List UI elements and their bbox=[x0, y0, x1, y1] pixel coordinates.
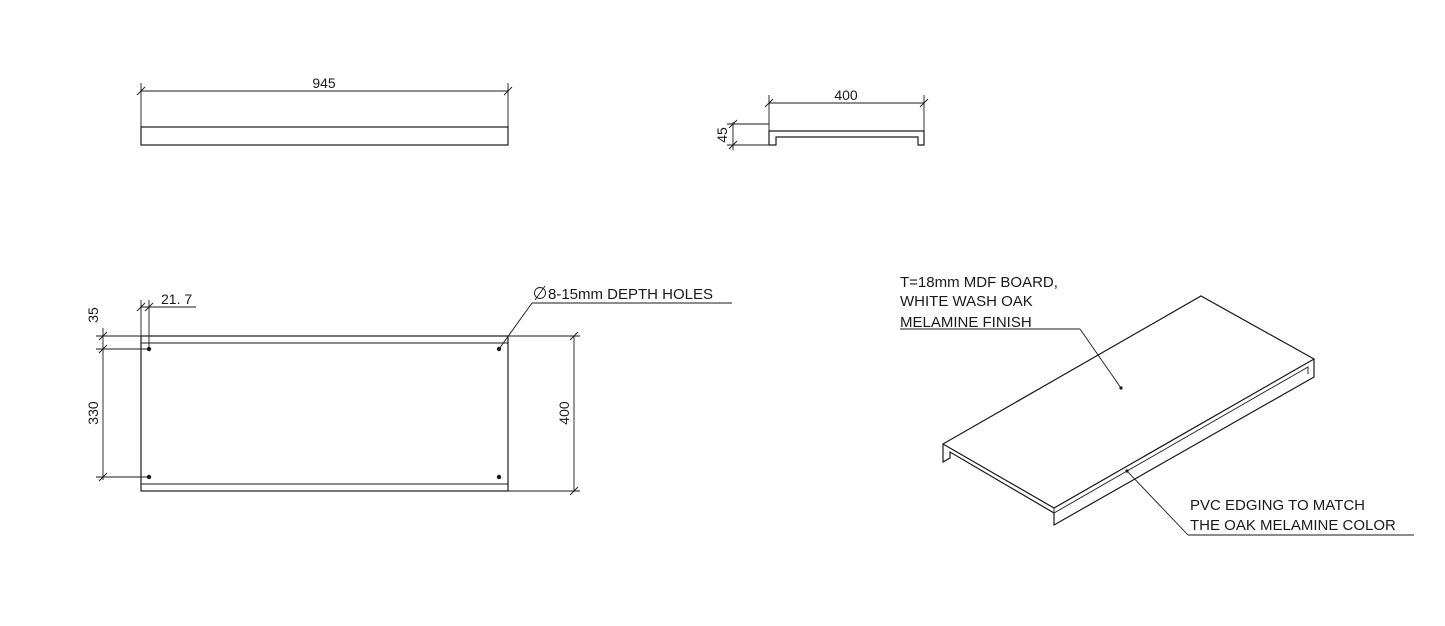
dimension-tick bbox=[728, 119, 738, 129]
leader-dot bbox=[1125, 469, 1129, 473]
iso-inner-edge bbox=[1053, 366, 1309, 514]
dimension-tick bbox=[98, 472, 108, 482]
isometric-view: T=18mm MDF BOARD, WHITE WASH OAK MELAMIN… bbox=[900, 274, 1414, 536]
edging-note-line2: THE OAK MELAMINE COLOR bbox=[1190, 517, 1396, 534]
material-note-line2: WHITE WASH OAK bbox=[900, 293, 1033, 310]
dimension-tick bbox=[144, 302, 154, 312]
front-elevation-view: 945 bbox=[136, 75, 513, 146]
dimension-tick bbox=[764, 98, 774, 108]
dimension-tick bbox=[919, 98, 929, 108]
edging-note-line1: PVC EDGING TO MATCH bbox=[1190, 497, 1365, 514]
dimension-label-400-plan: 400 bbox=[556, 401, 572, 425]
side-profile-outline bbox=[768, 130, 925, 146]
dimension-tick bbox=[98, 331, 108, 341]
plan-panel-outline bbox=[140, 335, 509, 492]
dimension-tick bbox=[98, 344, 108, 354]
hole-marker bbox=[496, 474, 502, 480]
dimension-tick bbox=[728, 140, 738, 150]
dimension-label-400-top: 400 bbox=[834, 87, 858, 103]
dimension-tick bbox=[569, 331, 579, 341]
dimension-label-45: 45 bbox=[714, 127, 730, 143]
diameter-icon bbox=[534, 285, 546, 301]
edging-leader-line bbox=[1126, 470, 1189, 536]
dimension-label-35: 35 bbox=[85, 307, 101, 323]
material-leader-line bbox=[1079, 328, 1122, 389]
dimension-label-945: 945 bbox=[312, 75, 336, 91]
iso-front-edge bbox=[942, 359, 1315, 527]
dimension-tick bbox=[136, 86, 146, 96]
dimension-tick bbox=[503, 86, 513, 96]
dimension-tick bbox=[569, 486, 579, 496]
material-note-line1: T=18mm MDF BOARD, bbox=[900, 274, 1058, 291]
dimension-label-330: 330 bbox=[85, 401, 101, 425]
dimension-tick bbox=[136, 302, 146, 312]
hole-callout-text: 8-15mm DEPTH HOLES bbox=[548, 286, 713, 303]
hole-leader-line bbox=[498, 302, 533, 350]
material-note-line3: MELAMINE FINISH bbox=[900, 314, 1032, 331]
plan-view: 21. 7 35 330 400 8-15mm DEPTH HOLES bbox=[85, 285, 732, 496]
dimension-label-21-7: 21. 7 bbox=[161, 291, 192, 307]
front-panel-outline bbox=[140, 126, 509, 146]
side-section-view: 400 45 bbox=[714, 87, 929, 150]
leader-dot bbox=[1119, 386, 1123, 390]
